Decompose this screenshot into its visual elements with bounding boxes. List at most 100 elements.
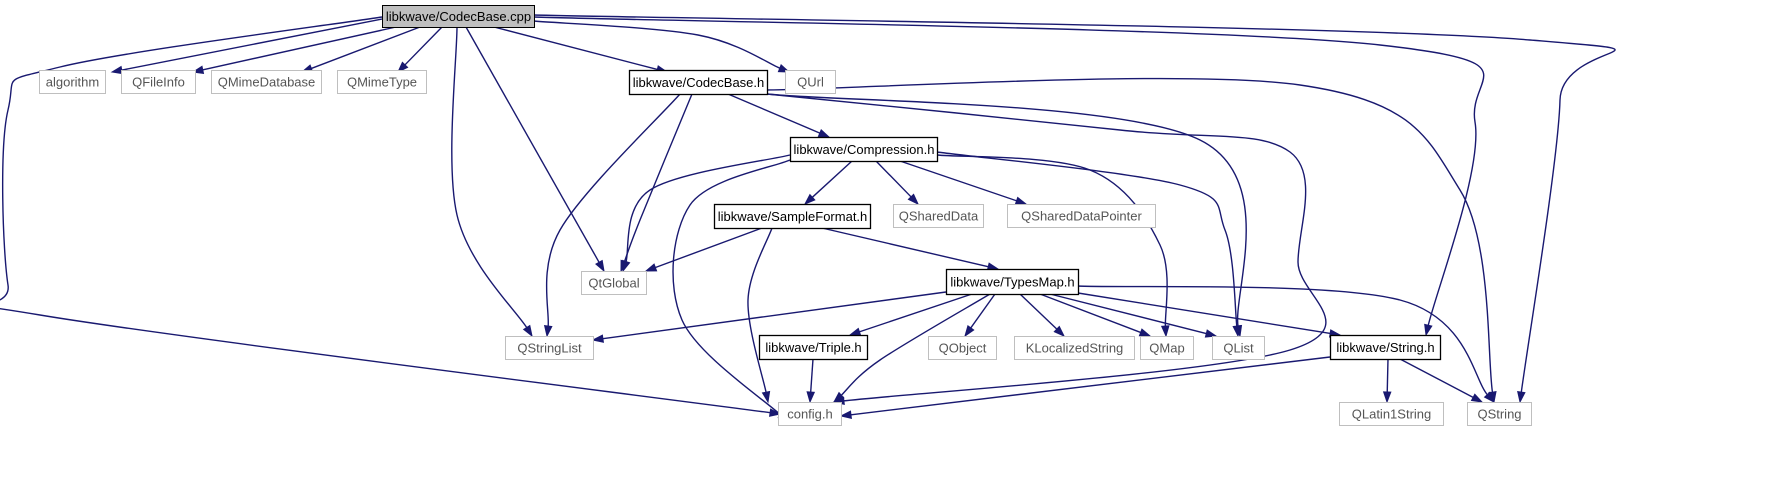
edge-codecbase_cpp-to-codecbase_h xyxy=(493,26,669,74)
edge-codecbase_cpp-to-string_h xyxy=(533,16,1485,337)
node-box xyxy=(628,69,769,96)
node-label: libkwave/String.h xyxy=(1336,340,1434,355)
edge-compression_h-to-qlist xyxy=(936,151,1242,338)
node-box xyxy=(1467,402,1532,426)
edge-line xyxy=(858,293,973,333)
arrow-head xyxy=(806,391,816,404)
edge-sampleformat_h-to-qtglobal xyxy=(644,227,763,272)
edge-line xyxy=(532,20,781,70)
edge-line xyxy=(840,293,991,397)
edge-line xyxy=(747,227,773,394)
node-label: QMimeType xyxy=(347,75,417,90)
edge-line xyxy=(545,93,681,328)
edges-layer xyxy=(0,14,1616,424)
arrow-head xyxy=(839,410,852,420)
node-label: QUrl xyxy=(797,75,824,90)
node-qmap: QMap xyxy=(1140,336,1194,360)
node-qlatin1string: QLatin1String xyxy=(1339,402,1444,426)
edge-codecbase_cpp-to-qstring xyxy=(533,14,1616,404)
arrow-head xyxy=(1517,391,1526,404)
edge-typesmap_h-to-qstringlist xyxy=(591,291,947,343)
arrow-head xyxy=(1204,329,1218,338)
node-label: QtGlobal xyxy=(588,276,639,291)
node-box xyxy=(211,70,322,94)
edge-codecbase_h-to-qstringlist xyxy=(543,93,681,338)
node-label: KLocalizedString xyxy=(1026,341,1124,356)
edge-codecbase_cpp-to-qtglobal xyxy=(465,26,605,273)
arrow-head xyxy=(964,324,975,338)
edge-line xyxy=(465,26,601,264)
arrow-head xyxy=(817,128,831,138)
node-codecbase-cpp[interactable]: libkwave/CodecBase.cpp xyxy=(382,5,535,28)
node-label: QSharedDataPointer xyxy=(1021,209,1142,224)
edge-line xyxy=(875,160,913,199)
arrow-head xyxy=(1053,325,1066,338)
edge-sampleformat_h-to-config_h xyxy=(747,227,773,404)
edge-compression_h-to-config_h xyxy=(672,159,791,424)
node-qurl: QUrl xyxy=(785,70,836,94)
edge-line xyxy=(899,160,1018,202)
node-label: QMap xyxy=(1149,341,1184,356)
edge-codecbase_cpp-to-algorithm xyxy=(110,18,383,75)
node-box xyxy=(1140,336,1194,360)
node-label: QString xyxy=(1477,407,1521,422)
arrow-head xyxy=(644,263,658,272)
node-compression-h[interactable]: libkwave/Compression.h xyxy=(789,136,939,163)
node-box xyxy=(945,268,1080,296)
arrow-head xyxy=(769,408,782,417)
arrow-head xyxy=(1470,393,1484,403)
node-qmimetype: QMimeType xyxy=(337,70,427,94)
edge-sampleformat_h-to-typesmap_h xyxy=(821,227,1000,271)
node-codecbase-h[interactable]: libkwave/CodecBase.h xyxy=(628,69,769,96)
node-qshareddatapointer: QSharedDataPointer xyxy=(1007,204,1156,228)
edge-codecbase_cpp-to-qmimetype xyxy=(396,26,443,74)
node-box xyxy=(758,334,869,361)
edge-string_h-to-config_h xyxy=(839,356,1331,420)
nodes-layer: libkwave/CodecBase.cpp algorithm QFileInfo… xyxy=(39,5,1532,426)
node-label: libkwave/SampleFormat.h xyxy=(718,209,868,224)
edge-line xyxy=(811,160,853,199)
node-box xyxy=(789,136,939,163)
node-box xyxy=(337,70,427,94)
edge-compression_h-to-qshareddata xyxy=(875,160,920,206)
node-qstringlist: QStringList xyxy=(505,336,594,360)
edge-line xyxy=(625,154,791,263)
edge-line xyxy=(766,93,1247,328)
node-label: libkwave/Compression.h xyxy=(794,142,935,157)
node-string-h[interactable]: libkwave/String.h xyxy=(1329,334,1442,361)
node-label: libkwave/CodecBase.cpp xyxy=(386,9,531,24)
node-box xyxy=(713,203,872,230)
edge-line xyxy=(1399,358,1475,399)
node-label: QLatin1String xyxy=(1352,407,1432,422)
arrow-head xyxy=(110,65,124,75)
node-sampleformat-h[interactable]: libkwave/SampleFormat.h xyxy=(713,203,872,230)
node-box xyxy=(1339,402,1444,426)
node-label: algorithm xyxy=(46,75,99,90)
edge-line xyxy=(451,26,528,329)
edge-line xyxy=(727,93,821,135)
node-typesmap-h[interactable]: libkwave/TypesMap.h xyxy=(945,268,1080,296)
edge-line xyxy=(1077,285,1489,396)
node-qtglobal: QtGlobal xyxy=(581,271,647,295)
node-triple-h[interactable]: libkwave/Triple.h xyxy=(758,334,869,361)
arrow-head xyxy=(1483,391,1495,404)
arrow-head xyxy=(803,193,816,205)
node-box xyxy=(1329,334,1442,361)
edge-line xyxy=(821,227,990,268)
edge-line xyxy=(601,291,947,340)
arrow-head xyxy=(622,259,631,273)
edge-line xyxy=(936,154,1168,328)
arrow-head xyxy=(1382,391,1392,404)
edge-line xyxy=(120,18,383,71)
edge-string_h-to-qlatin1string xyxy=(1382,358,1392,404)
edge-line xyxy=(1386,358,1389,394)
edge-line xyxy=(533,16,1485,327)
edge-line xyxy=(201,26,397,71)
arrow-head xyxy=(595,259,605,273)
edge-line xyxy=(969,293,996,330)
node-qfileinfo: QFileInfo xyxy=(121,70,196,94)
node-label: libkwave/TypesMap.h xyxy=(950,275,1074,290)
node-box xyxy=(581,271,647,295)
arrow-head xyxy=(1014,196,1028,205)
